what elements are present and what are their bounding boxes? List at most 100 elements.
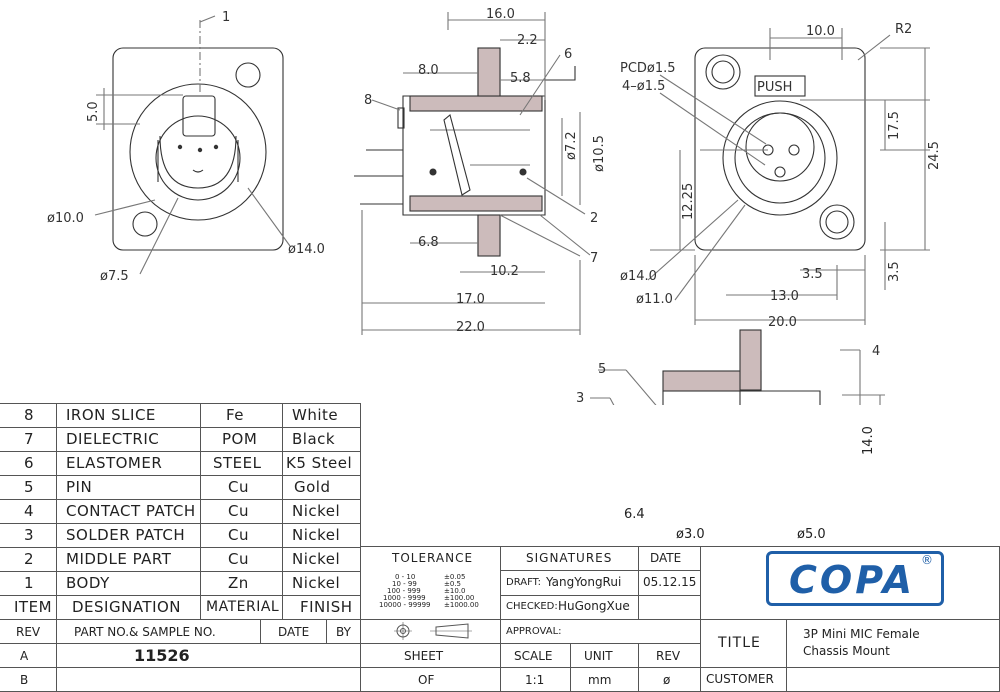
- front-dim-inner-dia: ø7.5: [100, 269, 129, 284]
- bom-material: Cu: [228, 526, 249, 544]
- title-line-2: Chassis Mount: [803, 644, 890, 658]
- tolerance-range: 10000 - 99999: [379, 601, 431, 609]
- side-dim-front-length: 5.8: [510, 71, 531, 86]
- bom-material: Fe: [226, 406, 245, 424]
- scale-label: SCALE: [514, 649, 553, 663]
- rear-pcd-label: PCDø1.5: [620, 61, 676, 76]
- rear-dim-outer-dia: ø14.0: [620, 269, 657, 284]
- bottom-callout-4: 4: [872, 344, 880, 359]
- draft-date: 05.12.15: [643, 575, 697, 589]
- bom-material: STEEL: [213, 454, 262, 472]
- bom-finish: Nickel: [292, 502, 341, 520]
- tolerance-value: ±1000.00: [444, 601, 479, 609]
- bom-material: POM: [222, 430, 258, 448]
- rear-dim-inner-dia: ø11.0: [636, 292, 673, 307]
- front-part-callout: 1: [222, 10, 230, 25]
- bom-item: 1: [24, 574, 35, 592]
- rev-header-by: BY: [336, 625, 351, 639]
- rear-dim-hole-pitch: 10.0: [806, 24, 835, 39]
- unit-label: UNIT: [584, 649, 613, 663]
- tolerance-value: ±0.05: [444, 573, 466, 581]
- tolerance-range: 10 - 99: [392, 580, 417, 588]
- bom-designation: PIN: [66, 478, 93, 496]
- registered-mark: ®: [921, 553, 933, 567]
- side-view: [354, 12, 591, 335]
- bom-item: 4: [24, 502, 35, 520]
- logo-text: COPA: [789, 558, 915, 602]
- bom-finish: Black: [292, 430, 336, 448]
- side-callout-8: 8: [364, 93, 372, 108]
- unit-value: mm: [588, 673, 612, 687]
- rear-push-label: PUSH: [757, 80, 792, 95]
- side-dim-flange-thickness: 2.2: [517, 33, 538, 48]
- bom-designation: SOLDER PATCH: [66, 526, 186, 544]
- side-dim-tail: 6.8: [418, 235, 439, 250]
- bom-designation: MIDDLE PART: [66, 550, 172, 568]
- rev-value: ø: [663, 673, 671, 687]
- bom-finish: Nickel: [292, 526, 341, 544]
- side-dim-inner-dia: ø7.2: [564, 131, 579, 160]
- scale-value: 1:1: [525, 673, 545, 687]
- bom-designation: CONTACT PATCH: [66, 502, 196, 520]
- side-callout-7: 7: [590, 251, 598, 266]
- sheet-label: SHEET: [404, 649, 444, 663]
- tolerance-value: ±100.00: [444, 594, 475, 602]
- bom-item: 7: [24, 430, 35, 448]
- rear-dim-offset: 12.25: [681, 183, 696, 220]
- bom-item: 6: [24, 454, 35, 472]
- bom-item: 5: [24, 478, 35, 496]
- rear-holes-label: 4–ø1.5: [622, 79, 665, 94]
- rear-dim-width-inner: 13.0: [770, 289, 799, 304]
- bom-item: 2: [24, 550, 35, 568]
- side-dim-overall: 22.0: [456, 320, 485, 335]
- title-line-1: 3P Mini MIC Female: [803, 627, 920, 641]
- bom-designation: ELASTOMER: [66, 454, 163, 472]
- bom-designation: DIELECTRIC: [66, 430, 160, 448]
- technical-drawing: 1 5.0 ø10.0 ø7.5 ø14.0 16.0 2.2 8.0 5.8 …: [47, 7, 942, 405]
- side-dim-overall-depth: 16.0: [486, 7, 515, 22]
- bom-finish: K5 Steel: [286, 454, 353, 472]
- front-dim-outer-dia: ø10.0: [47, 211, 84, 226]
- tolerance-value: ±10.0: [444, 587, 466, 595]
- rev-row-b-rev: B: [20, 673, 29, 687]
- rev-row-a-part: 11526: [134, 646, 190, 665]
- rev-header-date: DATE: [278, 625, 310, 639]
- bom-header-item: ITEM: [14, 598, 53, 616]
- signatures-date-header: DATE: [650, 551, 682, 565]
- bom-header-finish: FINISH: [300, 598, 353, 616]
- rev-header-rev: REV: [16, 625, 41, 639]
- front-dim-flange-dia: ø14.0: [288, 242, 325, 257]
- bottom-dim-hole: ø3.0: [676, 527, 705, 542]
- rear-dim-total-height: 24.5: [927, 141, 942, 170]
- bom-finish: Nickel: [292, 550, 341, 568]
- side-dim-rear-length: 8.0: [418, 63, 439, 78]
- bom-finish: Gold: [294, 478, 331, 496]
- checked-name: HuGongXue: [558, 599, 630, 613]
- signatures-title: SIGNATURES: [526, 551, 613, 565]
- copa-logo: COPA: [766, 551, 944, 606]
- bom-item: 8: [24, 406, 35, 424]
- side-dim-length: 17.0: [456, 292, 485, 307]
- bottom-dim-pin-len: 6.4: [624, 507, 645, 522]
- bottom-callout-3: 3: [576, 391, 584, 405]
- bottom-dim-height: 14.0: [861, 426, 876, 455]
- bom-designation: IRON SLICE: [66, 406, 156, 424]
- draft-label: DRAFT:: [506, 577, 542, 588]
- bottom-callout-5: 5: [598, 362, 606, 377]
- approval-label: APPROVAL:: [506, 626, 562, 637]
- tolerance-range: 100 - 999: [387, 587, 421, 595]
- rev-header-part: PART NO.& SAMPLE NO.: [74, 625, 216, 639]
- bom-header-material: MATERIAL: [206, 599, 280, 615]
- side-dim-outer-dia: ø10.5: [592, 135, 607, 172]
- rear-dim-width: 20.0: [768, 315, 797, 330]
- bom-finish: White: [292, 406, 339, 424]
- bom-item: 3: [24, 526, 35, 544]
- title-label: TITLE: [718, 635, 761, 651]
- tolerance-range: 0 - 10: [395, 573, 416, 581]
- tolerance-title: TOLERANCE: [392, 551, 474, 565]
- projection-symbol-icon: [394, 622, 472, 640]
- side-callout-2: 2: [590, 211, 598, 226]
- rear-dim-edge-y: 3.5: [887, 261, 902, 282]
- bottom-view: [590, 329, 885, 405]
- rear-dim-edge-x: 3.5: [802, 267, 823, 282]
